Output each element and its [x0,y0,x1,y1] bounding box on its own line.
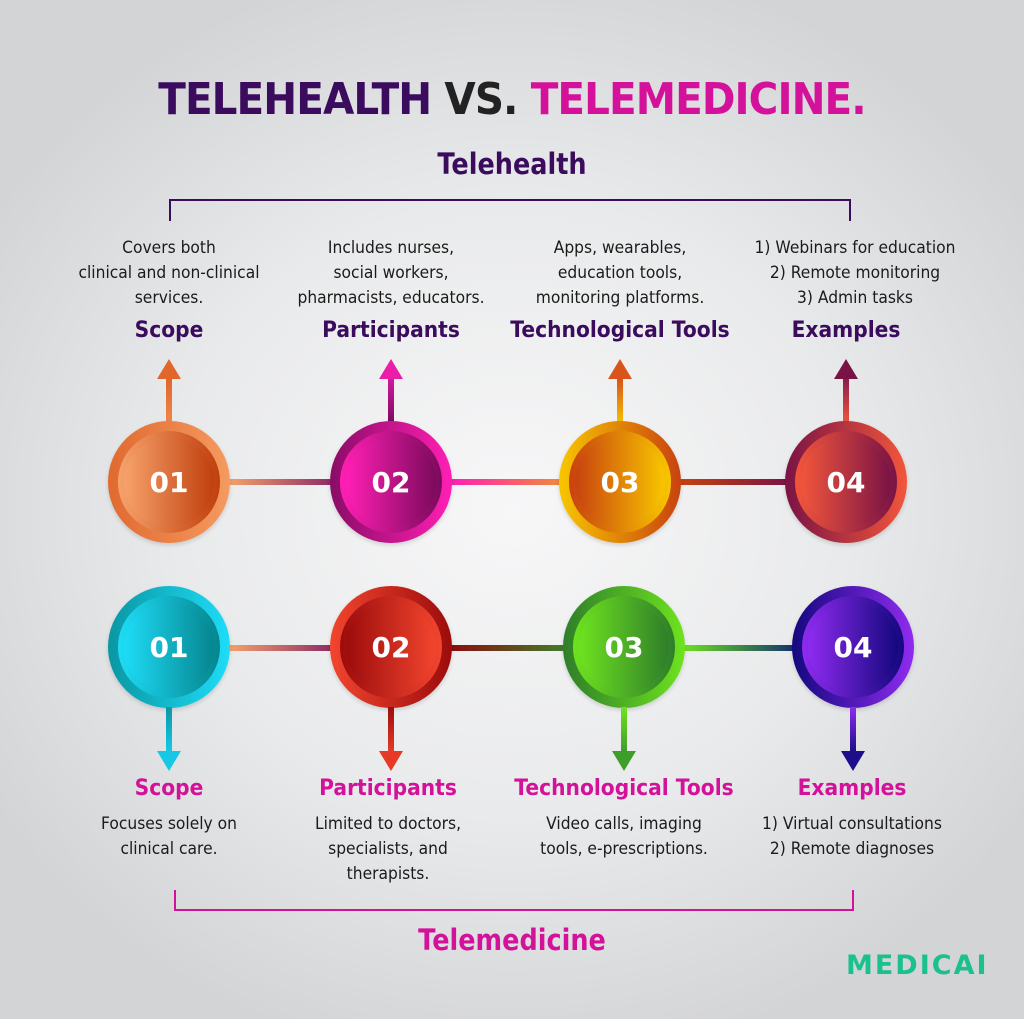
telemedicine-label-participants: Participants [319,776,457,801]
telemedicine-label-examples: Examples [797,776,907,801]
arrow-up-icon [157,359,181,424]
arrow-up-icon [379,359,403,424]
telemedicine-step-04: 04 [792,586,914,708]
title-vs: VS. [444,74,518,125]
telemedicine-examples-desc: 1) Virtual consultations 2) Remote diagn… [762,814,942,858]
arrow-up-icon [608,359,632,424]
connector-line [450,645,566,651]
telehealth-tools-desc: Apps, wearables, education tools, monito… [535,238,705,307]
telehealth-label-tools: Technological Tools [510,318,730,343]
telemedicine-scope-desc: Focuses solely on clinical care. [100,814,238,858]
title-telehealth: TELEHEALTH [158,74,432,125]
connector-line [683,645,795,651]
arrow-up-icon [834,359,858,424]
medicai-logo: MEDICAI [846,950,989,981]
telehealth-label-examples: Examples [791,318,901,343]
title-telemedicine: TELEMEDICINE. [530,74,867,125]
connector-line [450,479,562,485]
telehealth-step-02: 02 [330,421,452,543]
telehealth-section-title: Telehealth [437,147,587,181]
telemedicine-label-scope: Scope [134,776,204,801]
telemedicine-step-03: 03 [563,586,685,708]
telehealth-label-scope: Scope [134,318,204,343]
telemedicine-participants-desc: Limited to doctors, specialists, and the… [314,814,462,883]
connector-line [228,645,334,651]
telehealth-step-01: 01 [108,421,230,543]
telehealth-label-participants: Participants [322,318,460,343]
arrow-down-icon [841,707,865,771]
telemedicine-label-tools: Technological Tools [514,776,734,801]
telehealth-step-03: 03 [559,421,681,543]
telehealth-bracket [169,199,851,221]
telehealth-examples-desc: 1) Webinars for education 2) Remote moni… [754,238,956,307]
connector-line [228,479,334,485]
telemedicine-section-title: Telemedicine [418,923,606,957]
arrow-down-icon [612,707,636,771]
telehealth-step-04: 04 [785,421,907,543]
telemedicine-step-01: 01 [108,586,230,708]
arrow-down-icon [157,707,181,771]
telehealth-scope-desc: Covers both clinical and non-clinical se… [78,238,260,307]
telemedicine-bracket [174,890,854,911]
telehealth-participants-desc: Includes nurses, social workers, pharmac… [297,238,485,307]
arrow-down-icon [379,707,403,771]
main-title: TELEHEALTH VS. TELEMEDICINE. [41,74,983,125]
telemedicine-tools-desc: Video calls, imaging tools, e-prescripti… [540,814,708,858]
telemedicine-step-02: 02 [330,586,452,708]
connector-line [679,479,789,485]
